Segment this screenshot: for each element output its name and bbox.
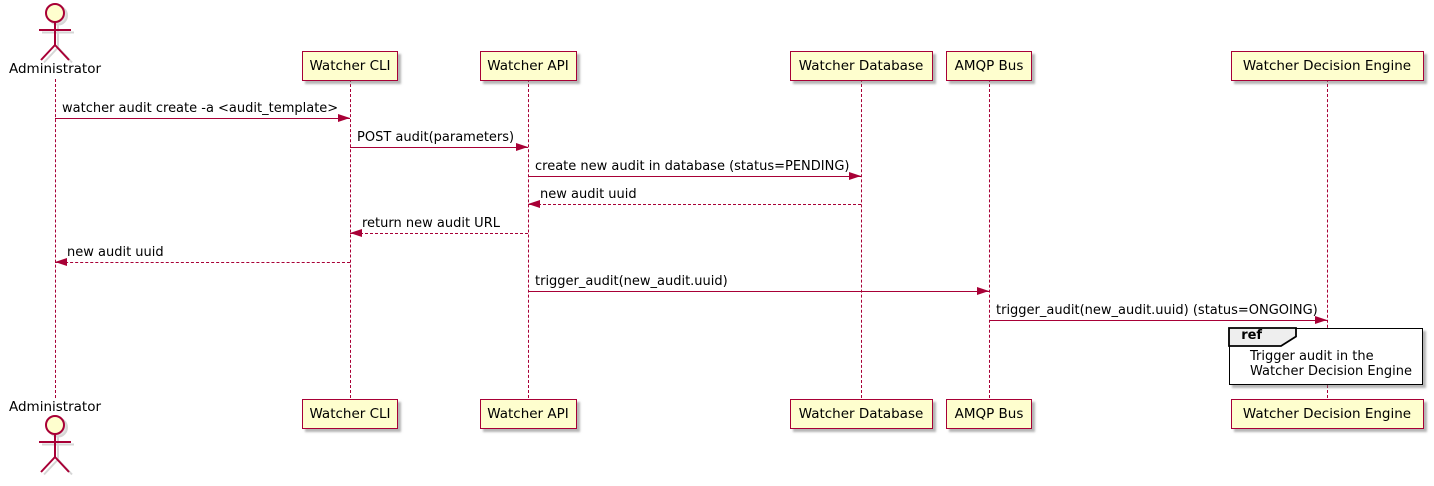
arrowhead-icon: [55, 258, 67, 266]
actor-icon: [15, 2, 95, 64]
participant-top-watcher-decision-engine: Watcher Decision Engine: [1230, 51, 1424, 81]
message-line-5: [350, 233, 528, 234]
lifeline-watcher-database: [861, 79, 862, 398]
actor-label: Administrator: [8, 61, 102, 77]
message-label-5: return new audit URL: [362, 216, 500, 231]
ref-text-line: Trigger audit in the: [1250, 349, 1374, 364]
lifeline-watcher-api: [528, 79, 529, 398]
message-line-8: [989, 320, 1327, 321]
participant-top-watcher-api: Watcher API: [479, 51, 577, 81]
message-label-1: watcher audit create -a <audit_template>: [62, 101, 339, 116]
message-line-4: [528, 204, 861, 205]
participant-top-amqp-bus: AMQP Bus: [946, 51, 1032, 81]
participant-top-watcher-database: Watcher Database: [789, 51, 933, 81]
arrowhead-icon: [977, 287, 989, 295]
message-label-4: new audit uuid: [540, 187, 637, 202]
arrowhead-icon: [516, 143, 528, 151]
ref-fragment: ref Trigger audit in the Watcher Decisio…: [1228, 327, 1423, 385]
message-label-2: POST audit(parameters): [357, 130, 515, 145]
participant-bottom-watcher-api: Watcher API: [479, 399, 577, 429]
arrowhead-icon: [849, 172, 861, 180]
actor-label: Administrator: [8, 399, 102, 415]
arrowhead-icon: [338, 114, 350, 122]
participant-bottom-amqp-bus: AMQP Bus: [946, 399, 1032, 429]
message-label-3: create new audit in database (status=PEN…: [535, 159, 850, 174]
participant-bottom-watcher-decision-engine: Watcher Decision Engine: [1230, 399, 1424, 429]
message-label-8: trigger_audit(new_audit.uuid) (status=ON…: [996, 303, 1318, 318]
lifeline-amqp-bus: [989, 79, 990, 398]
ref-text-line: Watcher Decision Engine: [1250, 364, 1412, 379]
message-label-6: new audit uuid: [67, 245, 164, 260]
message-line-2: [350, 147, 528, 148]
message-line-3: [528, 176, 861, 177]
arrowhead-icon: [528, 200, 540, 208]
lifeline-administrator: [55, 79, 56, 398]
message-line-6: [55, 262, 350, 263]
ref-tab: ref: [1228, 327, 1298, 348]
ref-keyword: ref: [1241, 328, 1263, 344]
ref-tab-shape: [1228, 327, 1298, 348]
lifeline-watcher-cli: [350, 79, 351, 398]
arrowhead-icon: [1315, 316, 1327, 324]
actor-icon: [15, 414, 95, 476]
arrowhead-icon: [350, 229, 362, 237]
participant-bottom-watcher-cli: Watcher CLI: [302, 399, 398, 429]
message-line-1: [55, 118, 350, 119]
participant-top-watcher-cli: Watcher CLI: [302, 51, 398, 81]
message-label-7: trigger_audit(new_audit.uuid): [535, 274, 728, 289]
lifeline-watcher-decision-engine: [1327, 79, 1328, 398]
participant-bottom-watcher-database: Watcher Database: [789, 399, 933, 429]
message-line-7: [528, 291, 989, 292]
